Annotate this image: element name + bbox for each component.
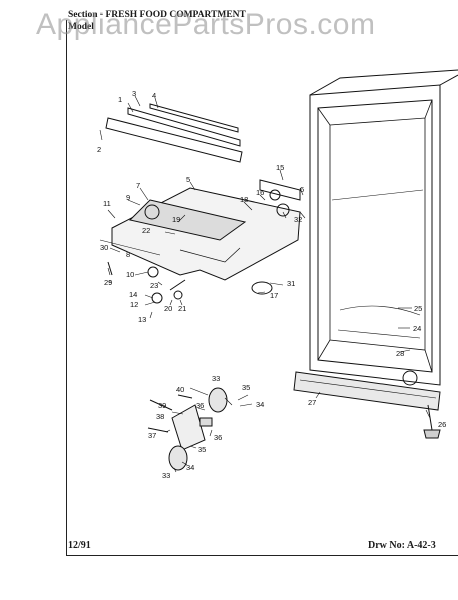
footer-date: 12/91 bbox=[68, 540, 91, 551]
callout-6: 6 bbox=[300, 185, 304, 194]
callout-20: 20 bbox=[164, 304, 172, 313]
callout-33-bottom: 33 bbox=[162, 471, 170, 480]
callout-18: 18 bbox=[240, 195, 248, 204]
light-bulb bbox=[251, 281, 273, 295]
callout-2: 2 bbox=[97, 145, 101, 154]
callout-4: 4 bbox=[152, 91, 156, 100]
callout-30: 30 bbox=[100, 243, 108, 252]
kick-plate bbox=[293, 371, 441, 411]
callout-36-lower: 36 bbox=[214, 433, 222, 442]
callout-7: 7 bbox=[136, 181, 140, 190]
callout-3: 3 bbox=[132, 89, 136, 98]
callout-17: 17 bbox=[270, 291, 278, 300]
callout-32: 32 bbox=[294, 215, 302, 224]
callout-34-bottom: 34 bbox=[186, 463, 194, 472]
callout-31: 31 bbox=[287, 279, 295, 288]
callout-24: 24 bbox=[413, 324, 421, 333]
callout-39: 39 bbox=[158, 401, 166, 410]
callout-35-bottom: 35 bbox=[198, 445, 206, 454]
callout-23: 23 bbox=[150, 281, 158, 290]
hinge-bracket bbox=[171, 404, 206, 451]
callout-10: 10 bbox=[126, 270, 134, 279]
callout-40: 40 bbox=[176, 385, 184, 394]
callout-9: 9 bbox=[126, 193, 130, 202]
trim-strip bbox=[127, 107, 241, 147]
callout-36-upper: 36 bbox=[196, 401, 204, 410]
cabinet-outline bbox=[309, 84, 441, 386]
callout-38: 38 bbox=[156, 412, 164, 421]
thermostat-dial bbox=[276, 203, 290, 217]
light-shield bbox=[105, 117, 243, 163]
hinge-roller bbox=[208, 387, 228, 413]
callout-29: 29 bbox=[104, 278, 112, 287]
callout-16: 16 bbox=[256, 188, 264, 197]
callout-13: 13 bbox=[138, 315, 146, 324]
callout-5: 5 bbox=[186, 175, 190, 184]
callout-15: 15 bbox=[276, 163, 284, 172]
callout-33-top: 33 bbox=[212, 374, 220, 383]
model-line: Model bbox=[68, 22, 94, 32]
callout-28: 28 bbox=[396, 349, 404, 358]
callout-35-right: 35 bbox=[242, 383, 250, 392]
callout-34-right: 34 bbox=[256, 400, 264, 409]
callout-22: 22 bbox=[142, 226, 150, 235]
callout-19: 19 bbox=[172, 215, 180, 224]
section-title: Section - FRESH FOOD COMPARTMENT bbox=[68, 10, 246, 20]
callout-37: 37 bbox=[148, 431, 156, 440]
callout-14: 14 bbox=[129, 290, 137, 299]
callout-21: 21 bbox=[178, 304, 186, 313]
callout-1: 1 bbox=[118, 95, 122, 104]
callout-12: 12 bbox=[130, 300, 138, 309]
callout-11: 11 bbox=[103, 199, 111, 208]
diagram-frame bbox=[66, 20, 458, 556]
watermark-text: AppliancePartsPros.com bbox=[36, 8, 376, 41]
callout-25: 25 bbox=[414, 304, 422, 313]
drawing-number: Drw No: A-42-3 bbox=[368, 540, 436, 551]
control-knob bbox=[144, 204, 160, 220]
roller-assembly bbox=[402, 370, 418, 386]
lamp-socket bbox=[147, 266, 159, 278]
callout-27: 27 bbox=[308, 398, 316, 407]
callout-26: 26 bbox=[438, 420, 446, 429]
callout-8: 8 bbox=[126, 250, 130, 259]
